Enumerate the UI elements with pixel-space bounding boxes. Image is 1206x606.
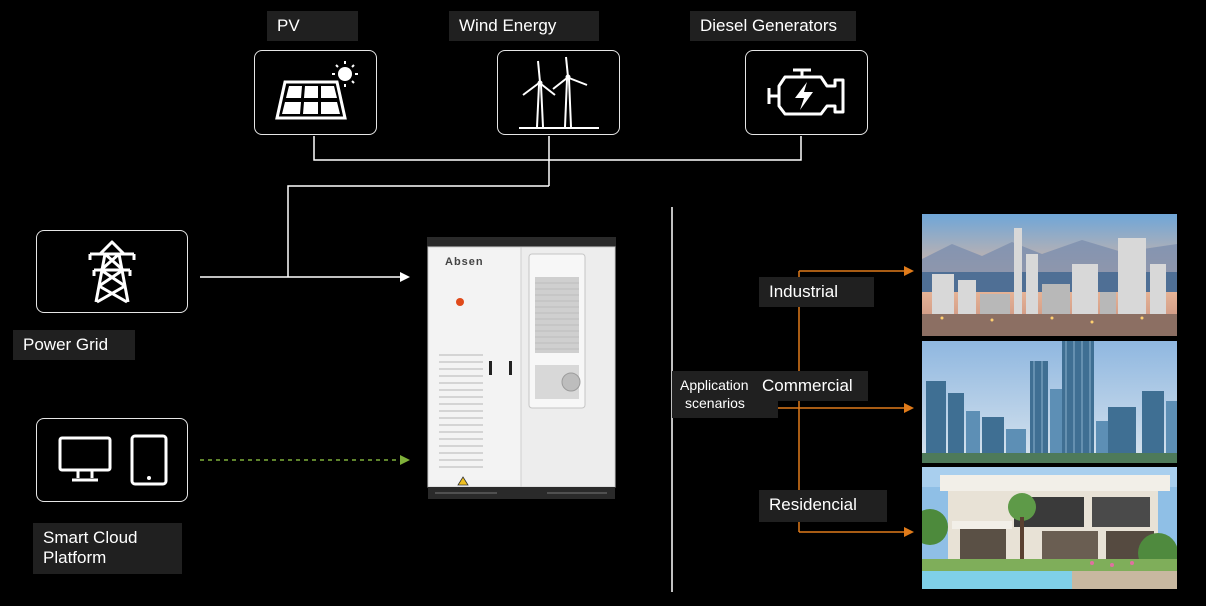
wind-turbine-icon	[518, 56, 599, 129]
engine-icon	[767, 68, 844, 115]
smart-cloud-label-line1: Smart Cloud	[43, 528, 138, 547]
power-grid-box	[36, 230, 188, 313]
commercial-image	[922, 341, 1177, 463]
feed-line	[287, 185, 549, 277]
smart-cloud-label: Smart Cloud Platform	[33, 523, 182, 574]
industrial-image	[922, 214, 1177, 336]
industrial-label: Industrial	[759, 277, 874, 307]
energy-storage-cabinet: Absen	[427, 237, 616, 499]
monitor-tablet-icon	[58, 434, 168, 486]
application-scenarios-line2: scenarios	[685, 395, 745, 411]
wind-box	[497, 50, 620, 135]
smart-cloud-label-line2: Platform	[43, 548, 107, 567]
commercial-label: Commercial	[752, 371, 868, 401]
source-bus-line	[313, 136, 802, 161]
application-scenarios-line1: Application	[680, 377, 749, 393]
residential-label: Residencial	[759, 490, 887, 522]
wind-energy-label: Wind Energy	[449, 11, 599, 41]
diesel-generators-label: Diesel Generators	[690, 11, 856, 41]
diesel-box	[745, 50, 868, 135]
pv-box	[254, 50, 377, 135]
pv-label: PV	[267, 11, 358, 41]
transmission-tower-icon	[88, 240, 136, 303]
solar-panel-icon	[274, 60, 358, 119]
power-grid-label: Power Grid	[13, 330, 135, 360]
residential-image	[922, 467, 1177, 589]
smart-cloud-box	[36, 418, 188, 502]
cabinet-brand-logo: Absen	[445, 256, 484, 268]
